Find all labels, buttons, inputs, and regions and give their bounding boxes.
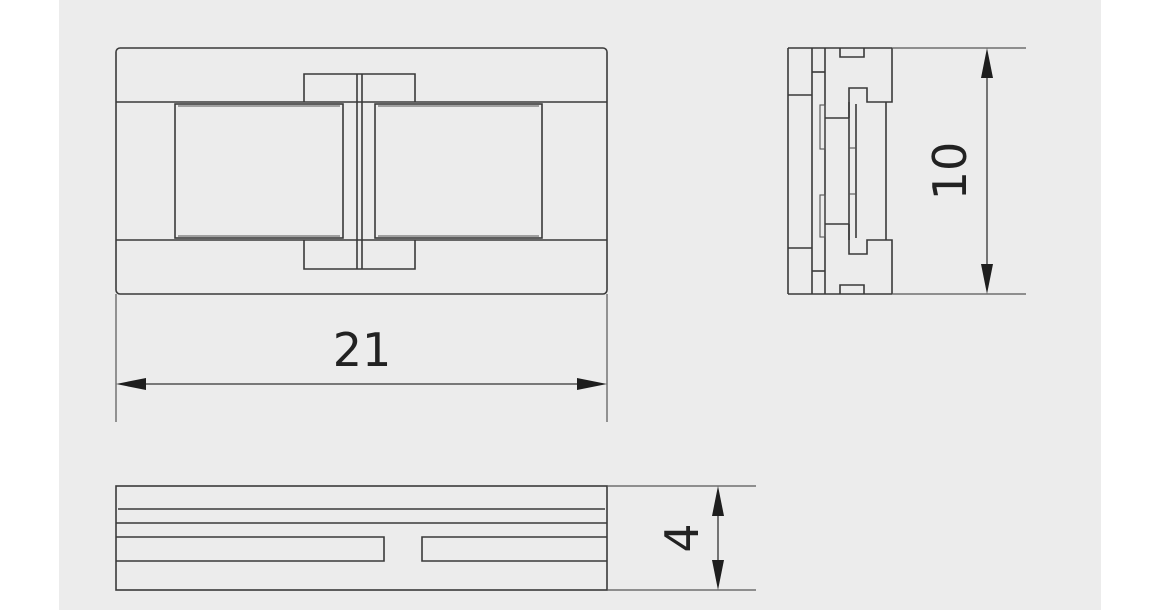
side-lower-block [848, 224, 893, 294]
profile-outer-body [115, 485, 608, 591]
side-bottom-notch [839, 284, 865, 294]
thickness-dimension: 4 [607, 485, 756, 591]
front-view [115, 47, 608, 295]
profile-right-slot [421, 536, 607, 562]
width-dimension: 21 [115, 294, 608, 422]
front-left-window [174, 103, 344, 239]
arrow-up-icon [981, 48, 993, 78]
arrow-down-icon [981, 264, 993, 294]
height-dimension: 10 [892, 47, 1026, 295]
thickness-dimension-label: 4 [655, 523, 709, 552]
side-upper-block [848, 48, 893, 118]
front-outer-body [115, 47, 608, 295]
side-top-notch [839, 48, 865, 58]
arrow-down-icon [712, 560, 724, 590]
bottom-view [115, 485, 608, 591]
front-clip-bottom [303, 240, 416, 270]
arrow-left-icon [116, 378, 146, 390]
profile-left-slot [116, 536, 385, 562]
front-clip-top [303, 73, 416, 102]
arrow-up-icon [712, 486, 724, 516]
side-tab-upper [819, 104, 826, 150]
side-tab-lower [819, 194, 826, 238]
width-dimension-label: 21 [333, 323, 392, 377]
side-view [787, 47, 893, 295]
arrow-right-icon [577, 378, 607, 390]
height-dimension-label: 10 [923, 142, 977, 201]
front-right-window [374, 103, 543, 239]
